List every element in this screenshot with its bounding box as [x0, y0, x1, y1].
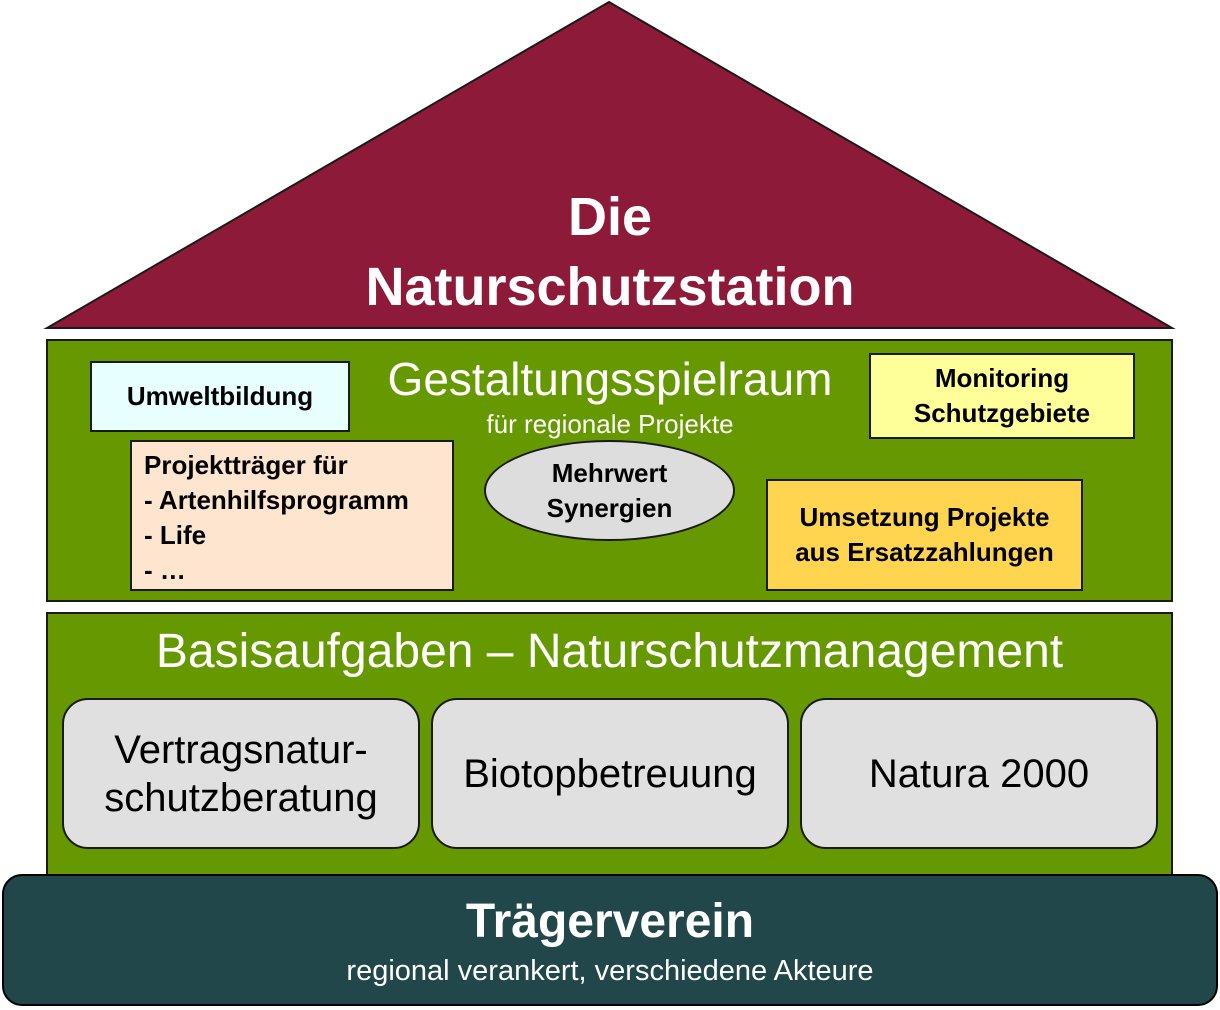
vertragsnaturschutz-box: Vertragsnatur- schutzberatung	[62, 698, 420, 849]
projekttraeger-line3: - Life	[144, 520, 207, 550]
umweltbildung-label: Umweltbildung	[126, 381, 314, 411]
roof-title-line1: Die	[567, 187, 653, 247]
projekttraeger-box: Projektträger für - Artenhilfsprogramm -…	[130, 440, 454, 591]
mehrwert-line1: Mehrwert	[551, 457, 668, 488]
monitoring-box: Monitoring Schutzgebiete	[869, 353, 1135, 439]
umweltbildung-box: Umweltbildung	[90, 361, 350, 432]
roof-triangle	[43, 0, 1176, 329]
monitoring-line1: Monitoring	[934, 363, 1070, 393]
natura-2000-box: Natura 2000	[800, 698, 1158, 849]
foundation-title: Trägerverein	[465, 895, 755, 948]
foundation-subtitle: regional verankert, verschiedene Akteure	[346, 955, 874, 987]
projekttraeger-line4: - …	[144, 555, 186, 585]
umsetzung-line1: Umsetzung Projekte	[799, 502, 1050, 532]
monitoring-line2: Schutzgebiete	[913, 398, 1091, 428]
umsetzung-line2: aus Ersatzzahlungen	[795, 537, 1054, 567]
natura-2000-label: Natura 2000	[868, 751, 1090, 796]
mehrwert-line2: Synergien	[546, 492, 673, 523]
projekttraeger-line2: - Artenhilfsprogramm	[144, 485, 409, 515]
roof-title: Die Naturschutzstation	[260, 182, 960, 322]
umsetzung-box: Umsetzung Projekte aus Ersatzzahlungen	[766, 479, 1083, 591]
upper-section-heading: Gestaltungsspielraum	[387, 353, 833, 405]
roof-title-line2: Naturschutzstation	[365, 257, 855, 317]
biotopbetreuung-label: Biotopbetreuung	[463, 751, 757, 796]
upper-section-subheading: für regionale Projekte	[486, 409, 734, 439]
vertragsnaturschutz-line1: Vertragsnatur-	[114, 727, 368, 772]
vertragsnaturschutz-line2: schutzberatung	[104, 775, 378, 820]
roof-shape	[43, 0, 1176, 329]
mehrwert-ellipse: Mehrwert Synergien	[484, 440, 735, 541]
projekttraeger-line1: Projektträger für	[144, 450, 348, 480]
lower-section-heading: Basisaufgaben – Naturschutzmanagement	[155, 625, 1064, 678]
foundation-block	[2, 874, 1218, 1006]
biotopbetreuung-box: Biotopbetreuung	[431, 698, 789, 849]
